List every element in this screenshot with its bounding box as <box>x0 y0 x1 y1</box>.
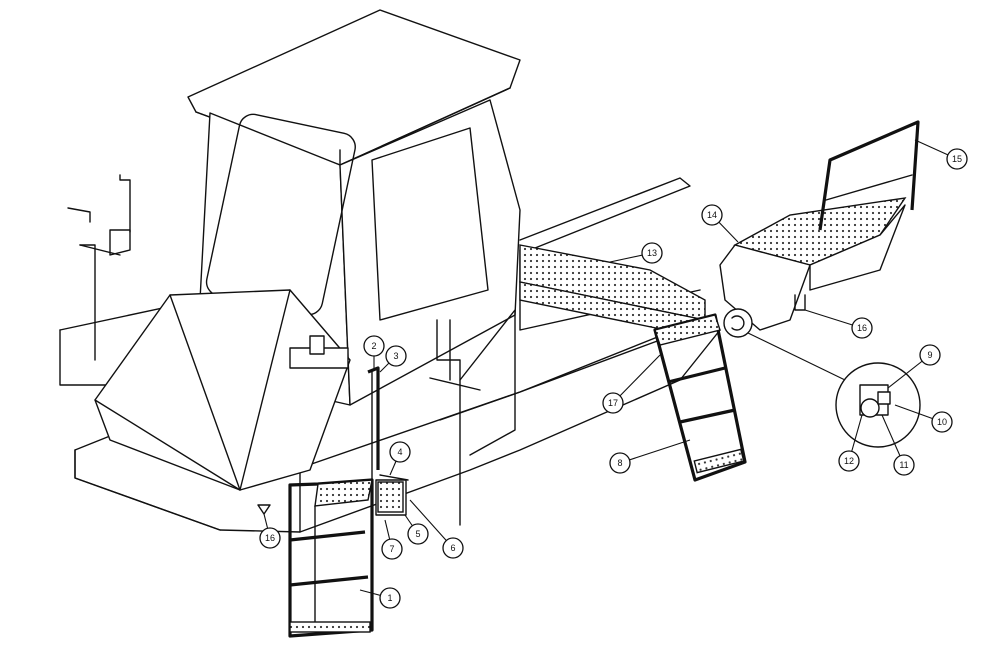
callout-circle <box>919 344 941 366</box>
callout-label: 14 <box>707 210 717 220</box>
callout-label: 17 <box>608 398 618 408</box>
callout-circle <box>363 335 385 357</box>
callout-circle <box>931 411 953 433</box>
hinge-detail <box>723 308 921 448</box>
grated-walkway <box>519 244 707 336</box>
callout-circle <box>379 587 401 609</box>
leader-line <box>612 354 661 404</box>
leader-line <box>619 439 691 464</box>
callout-label: 8 <box>617 458 622 468</box>
callout-circle <box>259 527 281 549</box>
callout-label: 3 <box>393 351 398 361</box>
callout-circle <box>609 452 631 474</box>
callout-label: 16 <box>857 323 867 333</box>
callout-label: 4 <box>397 447 402 457</box>
callout-label: 2 <box>371 341 376 351</box>
marker-triangle <box>257 504 271 515</box>
callout-circle <box>641 242 663 264</box>
callout-circle <box>381 538 403 560</box>
callout-label: 12 <box>844 456 854 466</box>
step-bracket-assembly <box>367 366 409 516</box>
callout-label: 11 <box>899 460 908 470</box>
callout-circle <box>946 148 968 170</box>
callout-label: 13 <box>647 248 657 258</box>
callout-label: 6 <box>450 543 455 553</box>
callout-circle <box>851 317 873 339</box>
callout-label: 7 <box>389 544 394 554</box>
callout-circle <box>701 204 723 226</box>
callout-circle <box>385 345 407 367</box>
mount-bracket <box>794 294 806 311</box>
callout-label: 5 <box>415 529 420 539</box>
callout-circle <box>602 392 624 414</box>
callout-label: 15 <box>952 154 962 164</box>
callout-label: 16 <box>265 533 275 543</box>
callout-circle <box>838 450 860 472</box>
front-ladder <box>288 478 374 638</box>
callout-label: 10 <box>937 417 947 427</box>
callout-circle <box>407 523 429 545</box>
callout-circle <box>893 454 915 476</box>
callout-circle <box>389 441 411 463</box>
callout-label: 9 <box>927 350 932 360</box>
rear-ladder <box>653 313 747 482</box>
callout-label: 1 <box>387 593 392 603</box>
callout-circle <box>442 537 464 559</box>
operator-cab <box>94 9 521 526</box>
rear-railing <box>818 120 920 231</box>
rear-platform <box>719 197 907 331</box>
leader-line <box>409 499 454 549</box>
